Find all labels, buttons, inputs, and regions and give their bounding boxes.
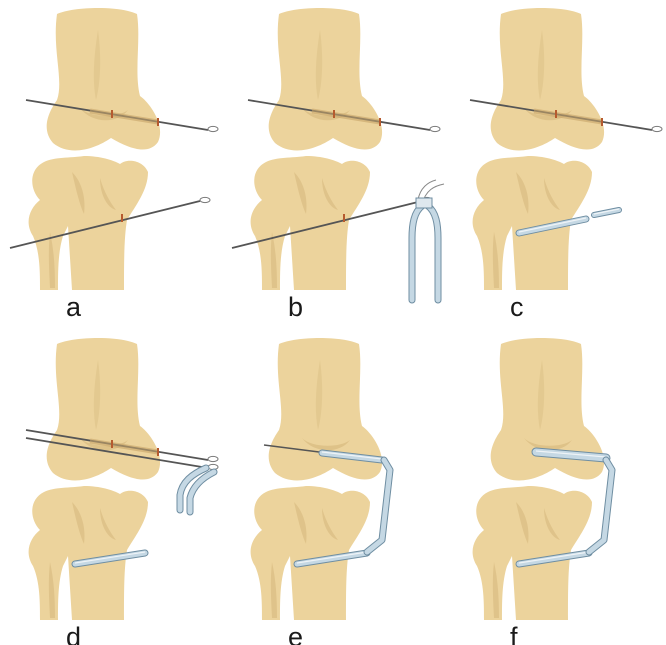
graft-strand-left xyxy=(412,206,422,300)
tendon-graft-icon xyxy=(412,180,444,300)
panel-c: c xyxy=(470,8,662,322)
panel-label: d xyxy=(66,622,81,645)
tibia-bone-icon xyxy=(29,156,148,290)
graft-strand-right xyxy=(428,206,438,300)
panel-f: f xyxy=(473,338,612,645)
panel-label: f xyxy=(510,622,518,645)
panel-a: a xyxy=(10,8,218,322)
femur-bone-icon xyxy=(491,8,604,150)
femur-bone-icon xyxy=(47,338,160,480)
tibial-graft-tail-icon xyxy=(594,209,619,215)
femur-bone-icon xyxy=(269,8,382,150)
panel-e: e xyxy=(251,338,390,645)
tibia-bone-icon xyxy=(251,156,370,290)
panel-label: b xyxy=(288,292,303,322)
panel-d: d xyxy=(26,338,218,645)
femur-bone-icon xyxy=(47,8,160,150)
panel-label: a xyxy=(66,292,82,322)
panel-label: c xyxy=(510,292,524,322)
panel-label: e xyxy=(288,622,303,645)
panel-b: b xyxy=(232,8,444,322)
